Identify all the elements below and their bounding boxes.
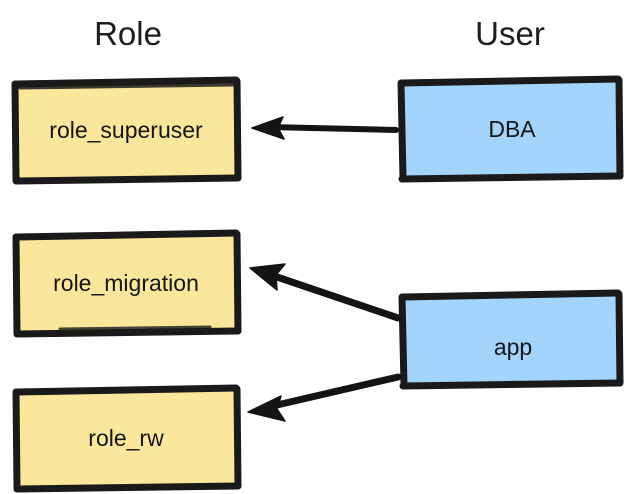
dba-fill [401,78,620,178]
dba-edge-bottom [398,172,623,183]
role-superuser-edge-bottom [12,174,241,185]
role-migration-label: role_migration [53,270,199,296]
edge-app-migration-arrowhead [249,263,286,291]
role-superuser-edge-top-accent [18,83,235,90]
dba-edge-left [397,79,407,182]
app-edge-top [399,289,622,301]
role-superuser-edge-left [11,80,20,184]
role-migration-edge-right [233,230,242,335]
node-app[interactable]: app [398,289,624,390]
role-rw-label: role_rw [88,425,164,451]
role-migration-edge-left [12,233,21,337]
edge-app-to-role-rw[interactable] [247,373,402,422]
node-role-rw[interactable]: role_rw [12,384,242,493]
edge-app-to-role-migration[interactable] [249,263,402,322]
role-rw-edge-bottom-accent [43,486,217,492]
edge-app-migration-line [273,273,402,322]
dba-label: DBA [488,116,536,142]
role-superuser-fill [15,80,238,180]
column-header-role: Role [94,15,162,52]
role-migration-edge-top [13,229,240,241]
dba-edge-top [398,75,622,87]
app-label: app [494,334,532,360]
role-rw-fill [16,388,238,488]
role-migration-fill [16,233,238,333]
dba-edge-right [615,76,624,180]
role-superuser-edge-right [233,77,242,182]
role-rw-edge-right [233,385,242,490]
node-dba[interactable]: DBA [397,75,624,183]
role-superuser-label: role_superuser [49,117,203,143]
role-migration-edge-bottom [13,327,241,338]
column-header-user: User [475,15,545,52]
edge-dba-line [265,124,399,133]
node-role-migration[interactable]: role_migration [12,229,242,338]
app-edge-left [398,293,408,389]
role-rw-edge-top [13,384,240,396]
node-role-superuser[interactable]: role_superuser [11,76,242,185]
role-superuser-edge-top [12,76,240,88]
app-edge-right [615,290,624,387]
edge-dba-arrowhead [251,116,285,140]
edge-dba-to-role-superuser[interactable] [251,116,399,140]
role-migration-edge-bottom-accent [58,325,212,331]
app-edge-bottom [399,379,623,390]
edge-app-rw-arrowhead [247,395,286,422]
role-rw-edge-left [12,388,21,492]
edge-app-rw-line [273,373,402,409]
app-fill [402,292,620,385]
